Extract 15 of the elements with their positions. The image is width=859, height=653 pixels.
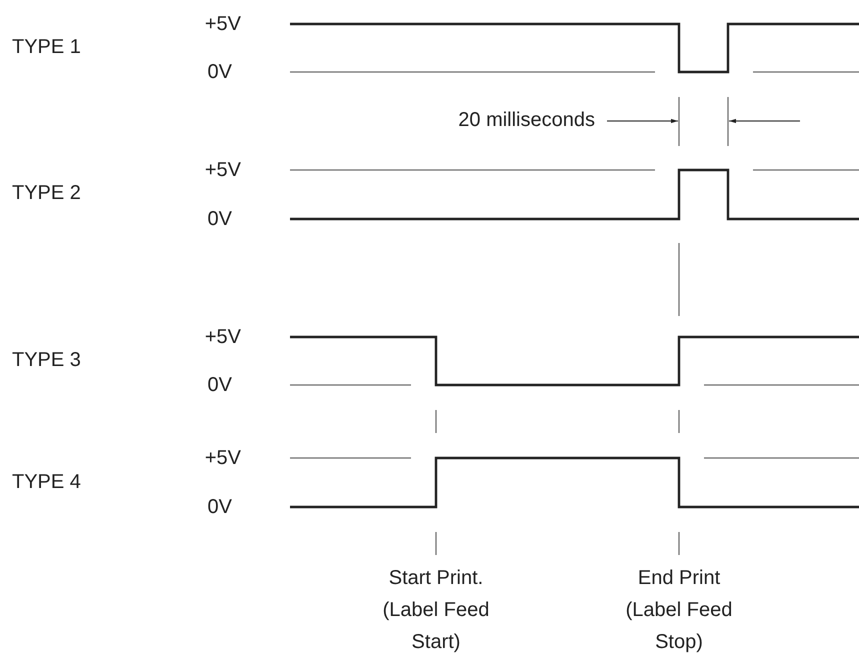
event-caption: End Print (Label Feed Stop) — [624, 566, 734, 653]
voltage-label: 0V — [208, 208, 232, 230]
voltage-label: 0V — [208, 374, 232, 396]
voltage-label: 0V — [208, 496, 232, 518]
signal-type-label: TYPE 2 — [12, 182, 81, 204]
voltage-label: +5V — [204, 13, 241, 35]
signal-type-label: TYPE 3 — [12, 349, 81, 371]
voltage-label: 0V — [208, 61, 232, 83]
voltage-label: +5V — [204, 326, 241, 348]
signal-type-label: TYPE 4 — [12, 471, 81, 493]
voltage-label: +5V — [204, 447, 241, 469]
dimension-label: 20 milliseconds — [458, 109, 595, 131]
signal-type-label: TYPE 1 — [12, 36, 81, 58]
event-caption: Start Print. (Label Feed Start) — [382, 566, 490, 653]
voltage-label: +5V — [204, 159, 241, 181]
